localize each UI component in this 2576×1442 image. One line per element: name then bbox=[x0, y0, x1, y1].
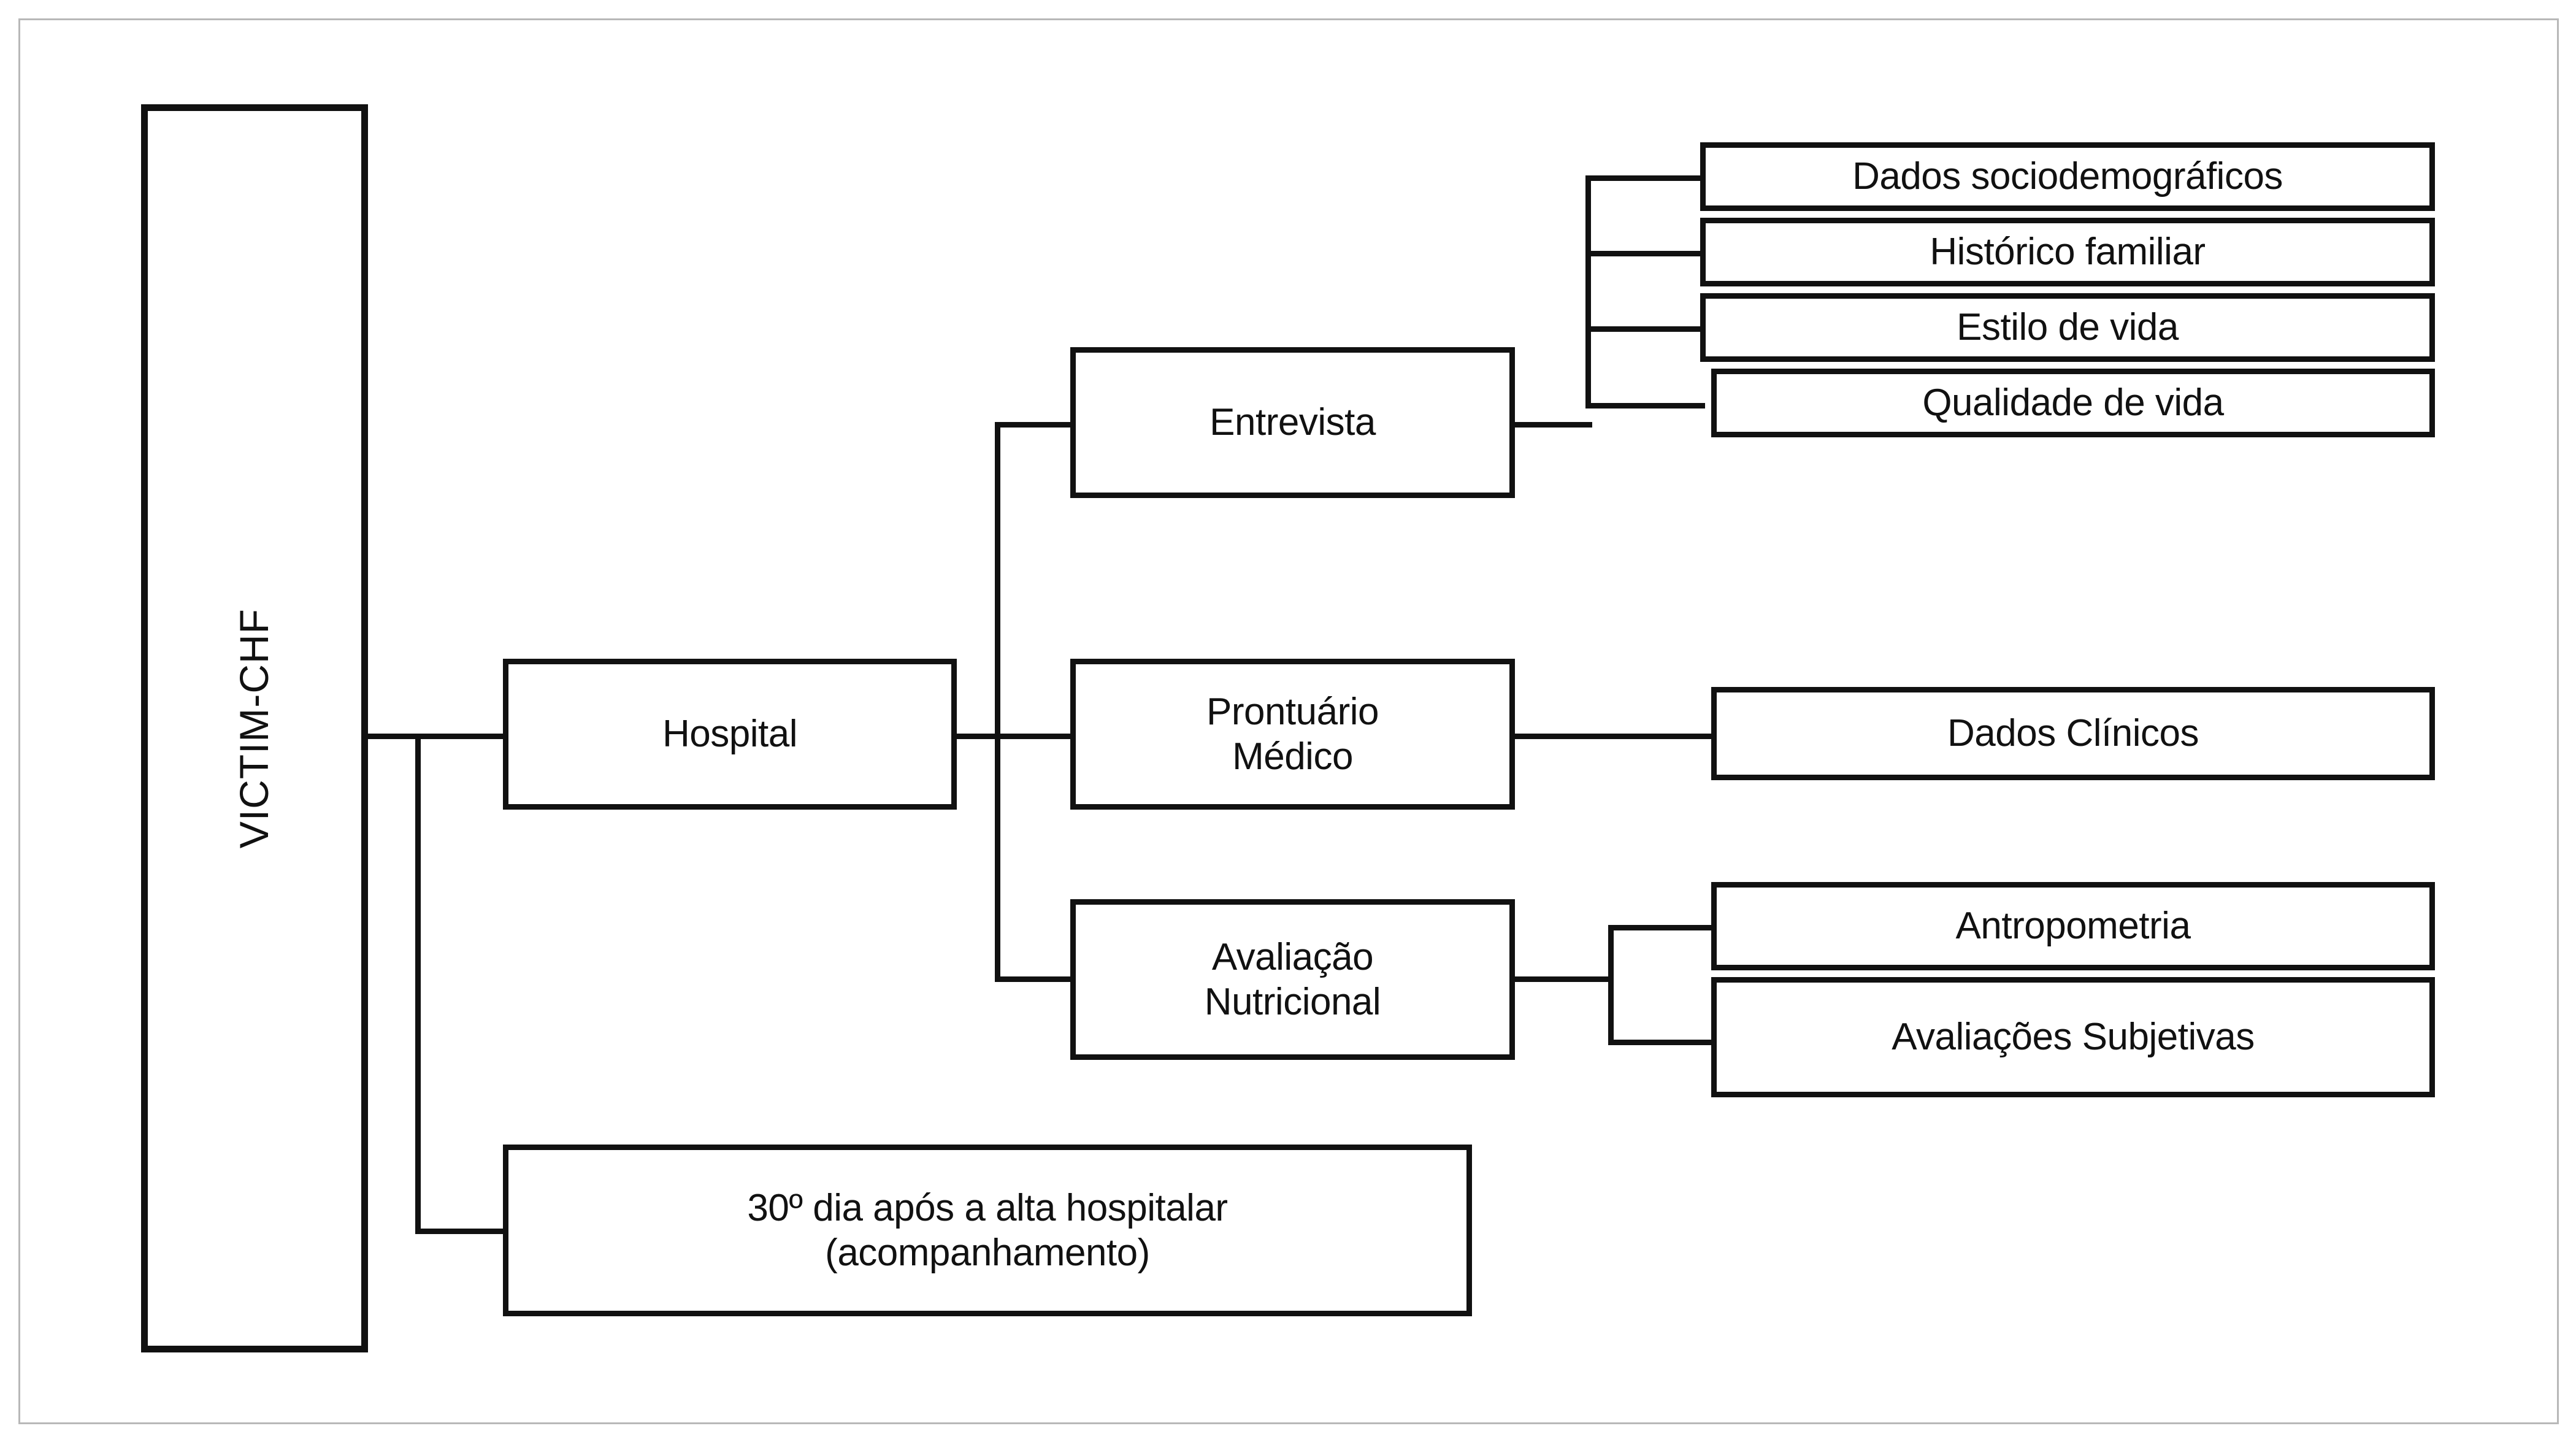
node-prontuario-line1: Prontuário bbox=[1206, 690, 1379, 733]
node-avaliacoes-subjetivas-label: Avaliações Subjetivas bbox=[1892, 1016, 2255, 1059]
connector-prontuario-to-clinicos bbox=[1512, 734, 1715, 739]
connector-root-to-spine bbox=[366, 734, 421, 739]
node-estilo-de-vida[interactable]: Estilo de vida bbox=[1700, 293, 2435, 362]
connector-avaliacao-to-spine bbox=[1512, 976, 1614, 982]
node-hospital[interactable]: Hospital bbox=[503, 659, 957, 810]
connector-entrevista-child-2 bbox=[1585, 251, 1705, 256]
connector-spine-entrevista bbox=[1585, 175, 1591, 408]
node-prontuario-medico-label: Prontuário Médico bbox=[1200, 689, 1385, 779]
page-frame bbox=[18, 18, 2559, 1424]
node-avaliacao-line1: Avaliação bbox=[1211, 935, 1374, 978]
node-dados-sociodemograficos-label: Dados sociodemográficos bbox=[1852, 155, 2283, 198]
connector-entrevista-child-1 bbox=[1585, 175, 1705, 181]
connector-hospital-to-spine bbox=[954, 734, 1003, 739]
node-dados-clinicos-label: Dados Clínicos bbox=[1947, 712, 2199, 755]
node-followup[interactable]: 30º dia após a alta hospitalar (acompanh… bbox=[503, 1145, 1472, 1316]
node-prontuario-line2: Médico bbox=[1232, 735, 1353, 778]
node-historico-familiar-label: Histórico familiar bbox=[1930, 231, 2206, 274]
connector-spine-root bbox=[415, 734, 421, 1234]
node-victim-chf-label: VICTIM-CHF bbox=[231, 608, 277, 849]
connector-avaliacao-child-2 bbox=[1608, 1040, 1712, 1045]
node-estilo-de-vida-label: Estilo de vida bbox=[1957, 306, 2179, 349]
node-entrevista-label: Entrevista bbox=[1209, 401, 1376, 444]
node-qualidade-de-vida-label: Qualidade de vida bbox=[1922, 382, 2224, 424]
node-entrevista[interactable]: Entrevista bbox=[1070, 347, 1515, 498]
connector-spine-to-prontuario bbox=[995, 734, 1075, 739]
node-avaliacao-nutricional[interactable]: Avaliação Nutricional bbox=[1070, 899, 1515, 1060]
node-dados-clinicos[interactable]: Dados Clínicos bbox=[1711, 687, 2435, 780]
node-followup-line2: (acompanhamento) bbox=[825, 1232, 1150, 1274]
node-avaliacoes-subjetivas[interactable]: Avaliações Subjetivas bbox=[1711, 977, 2435, 1097]
node-followup-line1: 30º dia após a alta hospitalar bbox=[747, 1186, 1228, 1229]
node-antropometria[interactable]: Antropometria bbox=[1711, 882, 2435, 970]
node-victim-chf[interactable]: VICTIM-CHF bbox=[141, 104, 368, 1352]
connector-spine-to-avaliacao bbox=[995, 976, 1075, 982]
connector-spine-to-entrevista bbox=[995, 422, 1075, 428]
connector-entrevista-to-spine bbox=[1512, 422, 1592, 428]
node-qualidade-de-vida[interactable]: Qualidade de vida bbox=[1711, 369, 2435, 437]
node-hospital-label: Hospital bbox=[662, 713, 798, 756]
connector-spine-hospital bbox=[995, 422, 1000, 982]
node-historico-familiar[interactable]: Histórico familiar bbox=[1700, 218, 2435, 286]
node-followup-label: 30º dia após a alta hospitalar (acompanh… bbox=[741, 1186, 1233, 1275]
connector-spine-to-followup bbox=[415, 1229, 507, 1234]
node-dados-sociodemograficos[interactable]: Dados sociodemográficos bbox=[1700, 142, 2435, 211]
node-antropometria-label: Antropometria bbox=[1955, 905, 2191, 948]
connector-avaliacao-child-1 bbox=[1608, 925, 1712, 930]
node-avaliacao-line2: Nutricional bbox=[1204, 981, 1381, 1023]
connector-entrevista-child-4 bbox=[1585, 403, 1705, 408]
connector-spine-avaliacao bbox=[1608, 925, 1614, 1045]
connector-spine-to-hospital bbox=[415, 734, 507, 739]
node-avaliacao-nutricional-label: Avaliação Nutricional bbox=[1198, 935, 1387, 1024]
connector-entrevista-child-3 bbox=[1585, 326, 1705, 332]
node-prontuario-medico[interactable]: Prontuário Médico bbox=[1070, 659, 1515, 810]
